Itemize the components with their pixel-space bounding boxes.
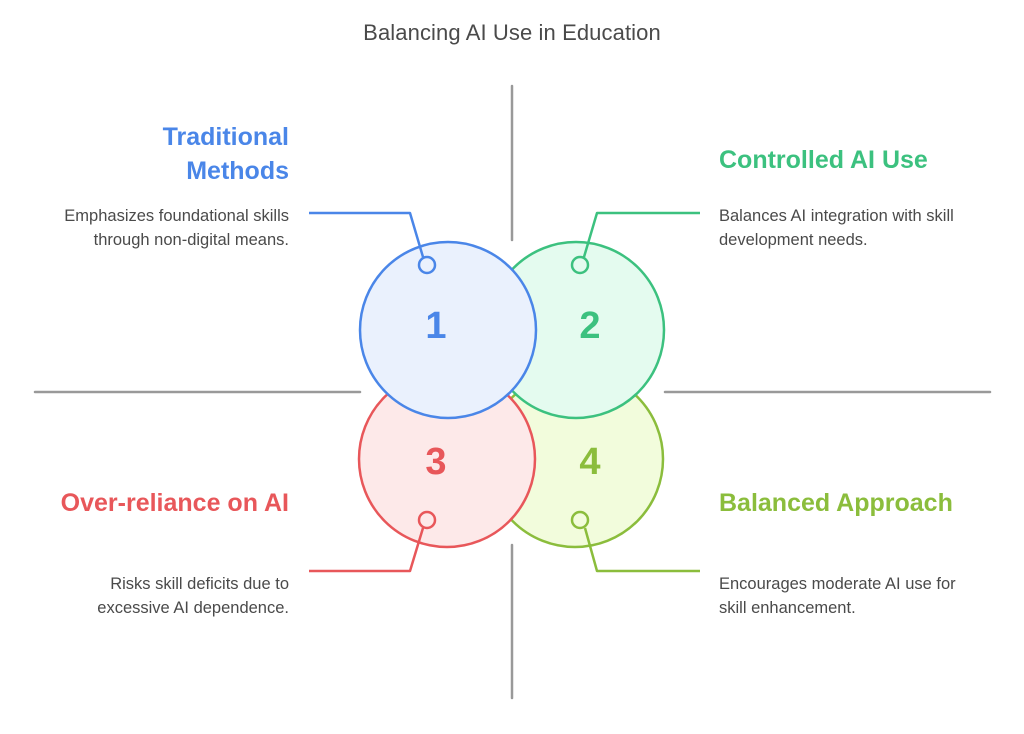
- circle-number-3: 3: [425, 441, 446, 483]
- quadrant-heading-3: Over-reliance on AI: [60, 489, 289, 517]
- connector-3: [309, 527, 425, 573]
- connector-knob-3: [417, 510, 437, 530]
- quadrant-heading-4: Balanced Approach: [719, 489, 953, 517]
- quadrant-description-4: Encourages moderate AI use for skill enh…: [719, 575, 956, 617]
- quadrant-description-1: Emphasizes foundational skills through n…: [64, 207, 289, 249]
- quadrant-description-2: Balances AI integration with skill devel…: [719, 207, 954, 249]
- connector-knob-2: [570, 255, 590, 275]
- connector-2: [582, 211, 700, 258]
- connector-4: [583, 527, 700, 573]
- circle-1: [358, 240, 538, 420]
- connector-knob-4: [570, 510, 590, 530]
- connector-knob-1: [417, 255, 437, 275]
- quadrant-heading-2: Controlled AI Use: [719, 146, 928, 174]
- circle-number-2: 2: [579, 305, 600, 347]
- circle-number-4: 4: [579, 441, 600, 483]
- quadrant-heading-1: Traditional Methods: [162, 123, 289, 185]
- circle-number-1: 1: [425, 305, 446, 347]
- connector-1: [309, 211, 425, 258]
- quadrant-description-3: Risks skill deficits due to excessive AI…: [97, 575, 289, 617]
- diagram-title: Balancing AI Use in Education: [363, 20, 661, 45]
